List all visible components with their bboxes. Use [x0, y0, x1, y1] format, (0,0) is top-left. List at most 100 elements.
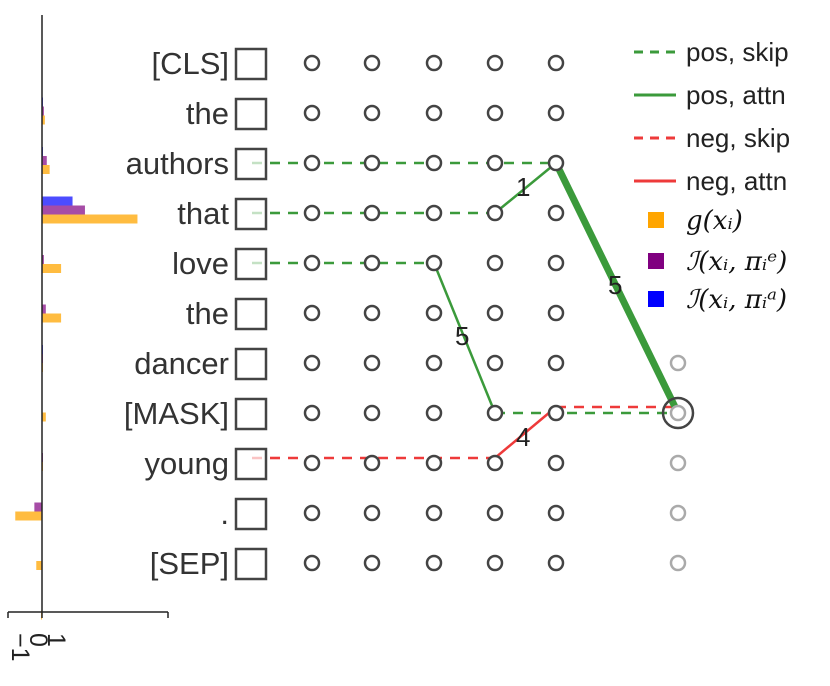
node — [363, 104, 381, 122]
legend-pos-skip: pos, skip — [686, 37, 789, 67]
node — [425, 154, 443, 172]
node — [425, 54, 443, 72]
x-tick-label-pos: 1 — [42, 633, 70, 647]
bar-g — [42, 264, 62, 273]
bar-ie — [34, 502, 42, 512]
node — [363, 254, 381, 272]
node — [363, 54, 381, 72]
token-box — [234, 197, 268, 231]
node — [425, 254, 443, 272]
bar-g — [42, 214, 138, 224]
token-label: the — [186, 96, 229, 131]
legend: pos, skip pos, attn neg, skip neg, attn … — [634, 37, 790, 315]
node — [363, 204, 381, 222]
node — [486, 254, 504, 272]
bar-g — [42, 165, 50, 174]
token-label: [MASK] — [124, 396, 229, 431]
pos-attn-that-authors — [494, 162, 557, 214]
token-box — [234, 397, 268, 431]
node — [303, 204, 321, 222]
node — [303, 404, 321, 422]
node — [363, 504, 381, 522]
bar-ie — [42, 156, 47, 165]
token-box — [234, 97, 268, 131]
node — [486, 154, 504, 172]
node — [363, 404, 381, 422]
node — [486, 554, 504, 572]
node — [363, 304, 381, 322]
bar-g — [15, 511, 42, 521]
edge-label: 4 — [516, 422, 530, 452]
token-label: . — [220, 496, 229, 531]
token-box — [234, 547, 268, 581]
node — [425, 104, 443, 122]
token-label: dancer — [134, 346, 229, 381]
output-column-node — [669, 454, 687, 472]
token-column: [CLS]theauthorsthatlovethedancer[MASK]yo… — [124, 46, 268, 581]
node — [303, 354, 321, 372]
node — [547, 104, 565, 122]
pos-attn-authors-mask — [552, 161, 682, 415]
node — [547, 204, 565, 222]
node — [303, 254, 321, 272]
node — [486, 404, 504, 422]
token-box — [234, 347, 268, 381]
node — [303, 154, 321, 172]
importance-bar-chart — [15, 97, 138, 620]
bar-g — [36, 561, 42, 570]
bar-ie — [42, 205, 85, 215]
bar-ie — [42, 304, 46, 314]
node — [425, 504, 443, 522]
node — [303, 304, 321, 322]
node — [486, 204, 504, 222]
node — [425, 554, 443, 572]
edge-label: 5 — [455, 321, 469, 351]
node — [363, 554, 381, 572]
token-box — [234, 47, 268, 81]
output-column-node — [669, 554, 687, 572]
node — [547, 354, 565, 372]
bar-g — [42, 412, 46, 422]
token-box — [234, 147, 268, 181]
output-column-node — [669, 404, 687, 422]
legend-g: g(xᵢ) — [686, 206, 743, 236]
node — [425, 354, 443, 372]
legend-neg-attn: neg, attn — [686, 166, 787, 196]
legend-neg-skip: neg, skip — [686, 123, 790, 153]
token-box — [234, 447, 268, 481]
node — [547, 454, 565, 472]
token-label: [SEP] — [150, 546, 229, 581]
node — [486, 104, 504, 122]
edge-label: 1 — [516, 172, 530, 202]
output-node — [661, 396, 695, 430]
legend-g-marker — [648, 212, 664, 228]
node — [425, 454, 443, 472]
token-box — [234, 247, 268, 281]
bar-ie — [42, 255, 44, 264]
legend-ie-marker — [648, 253, 664, 269]
token-label: the — [186, 296, 229, 331]
bar-g — [42, 313, 62, 323]
output-column-node — [669, 504, 687, 522]
token-box — [234, 297, 268, 331]
node-grid — [303, 54, 687, 572]
edge-label: 5 — [608, 270, 622, 300]
node — [547, 404, 565, 422]
token-box — [234, 497, 268, 531]
node — [425, 304, 443, 322]
legend-ie: ℐ(xᵢ, πᵢᵉ) — [686, 247, 787, 277]
neg-attn-young-mask — [494, 406, 557, 459]
token-label: that — [177, 196, 229, 231]
node — [363, 454, 381, 472]
node — [303, 104, 321, 122]
node — [425, 204, 443, 222]
node — [486, 304, 504, 322]
legend-ia-marker — [648, 291, 664, 307]
node — [547, 254, 565, 272]
token-label: [CLS] — [151, 46, 229, 81]
token-label: love — [172, 246, 229, 281]
node — [547, 304, 565, 322]
x-tick-label-zero: 0 — [24, 633, 52, 647]
